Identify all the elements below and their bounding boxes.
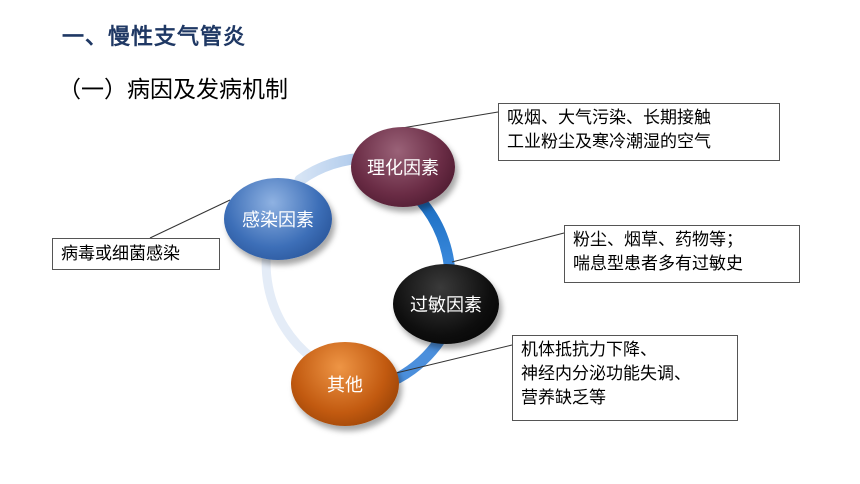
callout-line: 喘息型患者多有过敏史 [573, 254, 743, 274]
node-label: 感染因素 [242, 210, 314, 231]
callout-infection: 病毒或细菌感染 [52, 238, 220, 270]
callout-line: 机体抵抗力下降、 [521, 340, 657, 360]
callout-line: 粉尘、烟草、药物等； [573, 230, 743, 250]
connector-allergy [451, 232, 565, 263]
slide-subheading: （一）病因及发病机制 [58, 77, 288, 103]
node-allergy-factors: 过敏因素 [393, 264, 499, 344]
slide-heading: 一、慢性支气管炎 [62, 25, 247, 50]
callout-allergy: 粉尘、烟草、药物等； 喘息型患者多有过敏史 [564, 225, 800, 283]
node-label: 理化因素 [367, 158, 439, 179]
connector-physical [395, 111, 499, 130]
connector-other [391, 344, 513, 375]
callout-line: 神经内分泌功能失调、 [521, 364, 691, 384]
node-infection-factors: 感染因素 [224, 178, 332, 260]
node-label: 过敏因素 [410, 295, 482, 316]
callout-line: 营养缺乏等 [521, 388, 606, 408]
callout-other: 机体抵抗力下降、 神经内分泌功能失调、 营养缺乏等 [512, 335, 738, 421]
node-other-factors: 其他 [291, 342, 399, 426]
connector-infection [149, 199, 231, 239]
callout-line: 工业粉尘及寒冷潮湿的空气 [507, 132, 711, 152]
callout-physical-chemical: 吸烟、大气污染、长期接触 工业粉尘及寒冷潮湿的空气 [498, 103, 780, 161]
callout-line: 病毒或细菌感染 [61, 244, 180, 264]
node-label: 其他 [327, 375, 363, 396]
callout-line: 吸烟、大气污染、长期接触 [507, 108, 711, 128]
ring-arc-right-lower [392, 334, 446, 384]
node-physical-chemical-factors: 理化因素 [351, 127, 455, 207]
